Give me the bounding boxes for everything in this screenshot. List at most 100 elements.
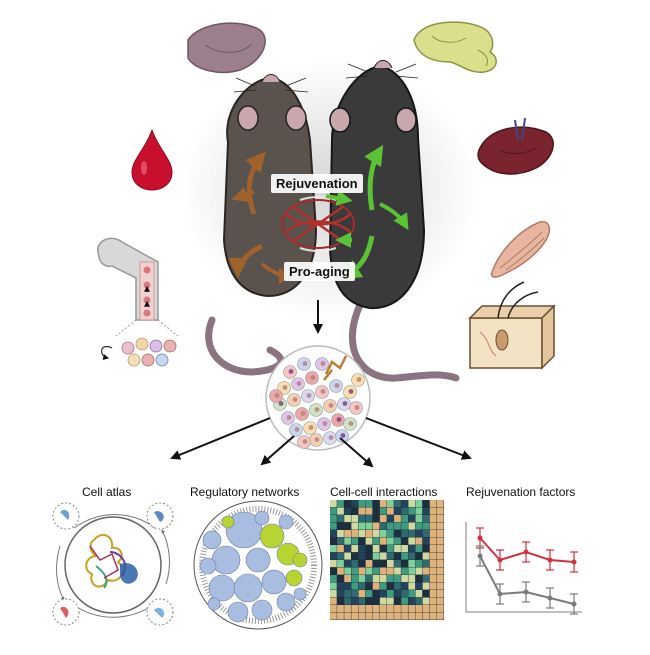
heatmap-cell: [408, 500, 416, 508]
network-node-blue: [293, 587, 307, 601]
heatmap-cell: [337, 575, 344, 583]
heatmap-cell: [337, 515, 344, 523]
cell-nucleus: [294, 427, 300, 432]
heatmap-cell: [401, 597, 408, 605]
heatmap-cell: [351, 545, 359, 553]
heatmap-cell: [429, 530, 437, 538]
heatmap-cell: [365, 597, 373, 605]
heatmap-cell: [330, 515, 337, 523]
heatmap-cell: [429, 612, 437, 620]
heatmap-cell: [365, 590, 373, 598]
heatmap-cell: [401, 605, 408, 613]
heatmap-cell: [422, 582, 430, 590]
heatmap-cell: [379, 575, 387, 583]
heatmap-cell: [330, 537, 337, 545]
heatmap-cell: [422, 537, 430, 545]
heatmap-cell: [408, 612, 416, 620]
heatmap-cell: [365, 522, 373, 530]
heatmap-cell: [401, 530, 408, 538]
heatmap-cell: [436, 560, 444, 568]
heatmap-cell: [408, 590, 416, 598]
heatmap-cell: [429, 552, 437, 560]
heatmap-cell: [351, 575, 359, 583]
old-mouse-tail: [348, 301, 460, 382]
cell-nucleus: [274, 393, 280, 398]
heatmap-cell: [351, 612, 359, 620]
heatmap-cell: [387, 605, 394, 613]
heatmap-cell: [337, 590, 344, 598]
heatmap-cell: [415, 537, 423, 545]
heatmap-cell: [351, 530, 359, 538]
cell-nucleus: [286, 415, 292, 420]
heatmap-cell: [408, 537, 416, 545]
heatmap-cell: [408, 552, 416, 560]
heatmap-cell: [337, 605, 344, 613]
cell-nucleus: [282, 385, 288, 390]
neuron-cell: [323, 355, 348, 381]
heatmap-cell: [387, 597, 394, 605]
panel-label-rejuvenation-factors: Rejuvenation factors: [466, 485, 576, 499]
heatmap-cell: [351, 522, 359, 530]
cell-nucleus: [348, 421, 354, 426]
heatmap-cell: [379, 597, 387, 605]
heatmap-cell: [422, 552, 430, 560]
heatmap-cell: [422, 530, 430, 538]
cell-nucleus: [314, 437, 320, 442]
panel-label-cell-atlas: Cell atlas: [82, 485, 132, 499]
heatmap-cell: [337, 537, 344, 545]
heatmap-cell: [394, 552, 401, 560]
heatmap-cell: [394, 590, 401, 598]
heatmap-cell: [422, 605, 430, 613]
heatmap-cell: [372, 575, 380, 583]
heatmap-cell: [372, 582, 380, 590]
heatmap-cell: [387, 537, 394, 545]
heatmap-cell: [372, 612, 380, 620]
cell-nucleus: [348, 389, 354, 394]
heatmap-cell: [379, 507, 387, 515]
heatmap-cell: [337, 522, 344, 530]
heatmap-cell: [436, 590, 444, 598]
heatmap-cell: [330, 507, 337, 515]
heatmap-cell: [387, 500, 394, 508]
heatmap-cell: [358, 575, 366, 583]
heatmap-cell: [394, 575, 401, 583]
cell-nucleus: [334, 383, 340, 388]
heatmap-cell: [415, 545, 423, 553]
heatmap-cell: [408, 567, 416, 575]
heatmap-cell: [337, 597, 344, 605]
young-mouse-tail: [205, 316, 285, 376]
heatmap-cell: [422, 507, 430, 515]
heatmap-cell: [379, 522, 387, 530]
heatmap-cell: [344, 612, 351, 620]
heatmap-cell: [372, 545, 380, 553]
heatmap-cell: [365, 605, 373, 613]
heatmap-cell: [429, 590, 437, 598]
heatmap-cell: [344, 590, 351, 598]
young-mouse-ear-right: [285, 105, 307, 131]
heatmap-cell: [401, 590, 408, 598]
heatmap-cell: [344, 597, 351, 605]
network-node-blue: [211, 545, 241, 575]
heatmap-cell: [351, 560, 359, 568]
cell-nucleus: [278, 401, 284, 406]
heatmap-cell: [330, 552, 337, 560]
heatmap-cell: [415, 582, 423, 590]
brain-icon: [413, 21, 497, 73]
heatmap-cell: [351, 537, 359, 545]
old-line-point: [477, 553, 483, 559]
network-node-green: [285, 569, 303, 587]
heatmap-cell: [330, 545, 337, 553]
old-line: [479, 555, 575, 605]
heatmap-cell: [401, 500, 408, 508]
heatmap-cell: [379, 552, 387, 560]
heatmap-cell: [415, 612, 423, 620]
heatmap-cell: [415, 597, 423, 605]
heatmap-cell: [358, 605, 366, 613]
heatmap-cell: [344, 575, 351, 583]
heatmap-cell: [429, 597, 437, 605]
heatmap-cell: [401, 552, 408, 560]
heatmap-cell: [429, 575, 437, 583]
heatmap-cell: [387, 575, 394, 583]
heatmap-cell: [372, 560, 380, 568]
